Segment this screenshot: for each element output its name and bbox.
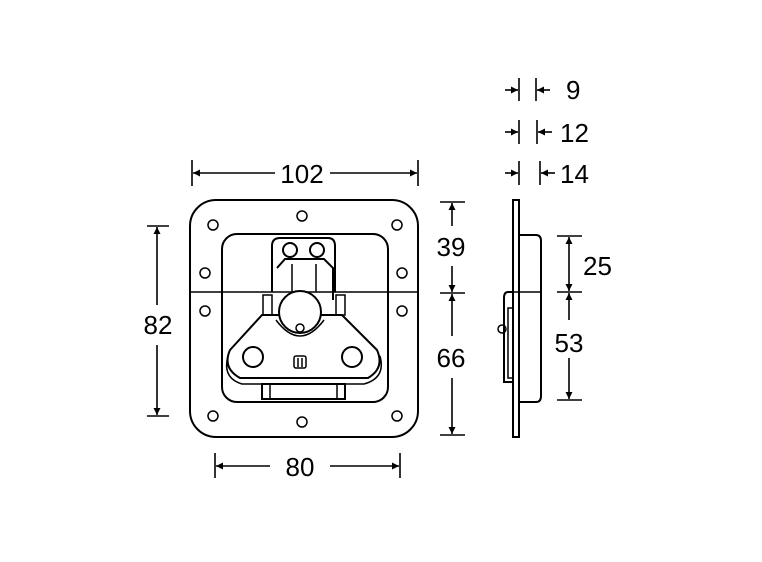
svg-text:102: 102: [280, 159, 323, 189]
dim-102: 102: [191, 159, 419, 189]
front-view: [189, 199, 419, 438]
svg-text:53: 53: [555, 328, 584, 358]
svg-text:14: 14: [560, 159, 589, 189]
dim-80: 80: [214, 452, 401, 482]
svg-text:82: 82: [144, 310, 173, 340]
svg-text:39: 39: [437, 232, 466, 262]
dim-25-53: 25 53: [555, 235, 612, 401]
mounting-holes: [199, 210, 408, 428]
side-plate: [512, 199, 520, 438]
svg-text:25: 25: [583, 251, 612, 281]
dim-82: 82: [144, 225, 173, 417]
svg-text:9: 9: [566, 75, 580, 105]
outer-plate: [189, 199, 419, 438]
inner-recess: [221, 233, 389, 403]
dim-39-66: 39 66: [437, 201, 466, 436]
side-view: [497, 199, 542, 438]
dim-depths: 9 12 14: [505, 75, 589, 189]
logo-icon: [293, 355, 307, 369]
svg-text:80: 80: [286, 452, 315, 482]
latch-mechanism: [225, 237, 382, 400]
knob: [278, 290, 322, 334]
svg-text:66: 66: [437, 343, 466, 373]
side-recess: [519, 234, 542, 403]
svg-text:12: 12: [560, 118, 589, 148]
